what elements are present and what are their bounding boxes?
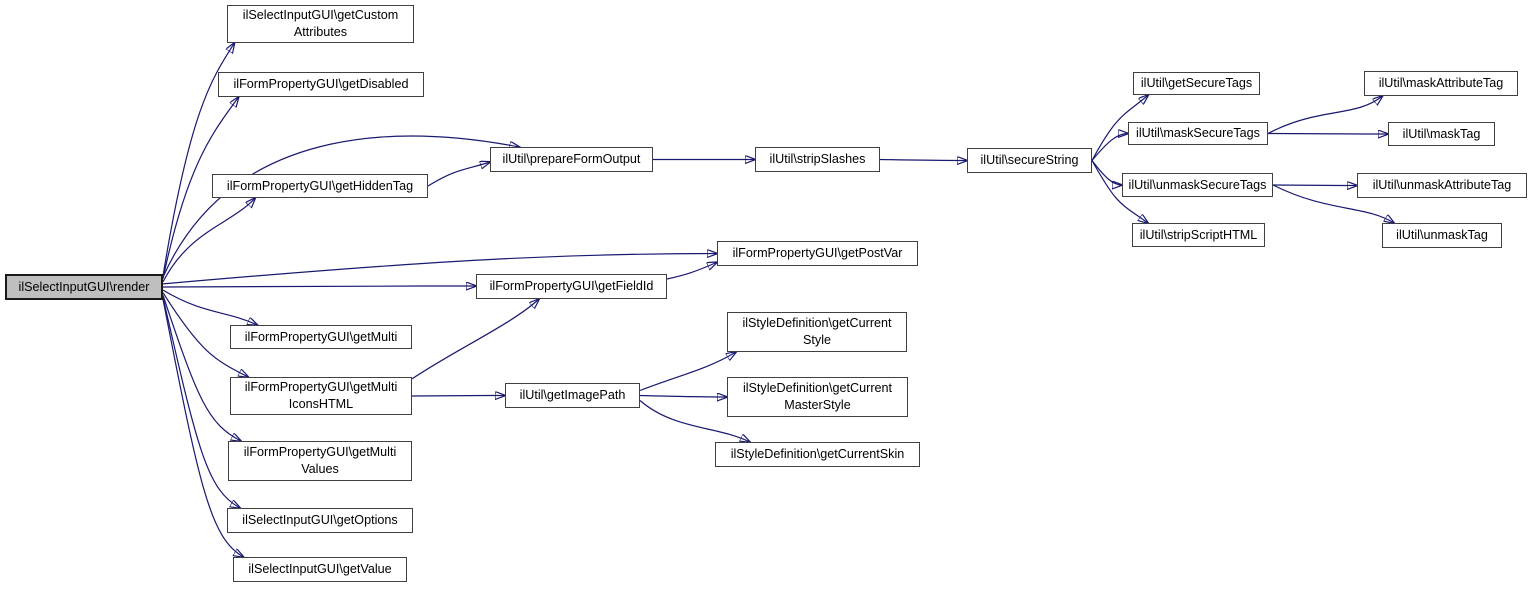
edge-secureString-unmaskSecureTags (1091, 160, 1122, 186)
node-label: ilUtil\maskTag (1402, 126, 1481, 141)
node-label: ilFormPropertyGUI\getMulti (243, 445, 397, 459)
node-getHiddenTag[interactable]: ilFormPropertyGUI\getHiddenTag (212, 174, 428, 198)
node-stripSlashes[interactable]: ilUtil\stripSlashes (755, 147, 880, 172)
node-label: Style (803, 333, 831, 347)
edge-getMultiIconsHTML-getImagePath (411, 396, 505, 397)
edge-getFieldId-getPostVar (666, 262, 717, 280)
node-maskTag[interactable]: ilUtil\maskTag (1388, 122, 1495, 146)
node-label: ilFormPropertyGUI\getMulti (244, 380, 398, 394)
node-getDisabled[interactable]: ilFormPropertyGUI\getDisabled (218, 72, 424, 97)
node-getCurrentSkin[interactable]: ilStyleDefinition\getCurrentSkin (715, 442, 920, 467)
node-label: ilFormPropertyGUI\getDisabled (233, 77, 409, 91)
node-label: ilSelectInputGUI\getOptions (242, 513, 398, 527)
edge-render-getMultiValues (162, 295, 241, 441)
node-label: ilUtil\secureString (980, 153, 1079, 167)
edge-getHiddenTag-prepareFormOutput (427, 162, 490, 187)
node-label: Attributes (293, 25, 348, 39)
node-getFieldId[interactable]: ilFormPropertyGUI\getFieldId (476, 274, 667, 299)
node-getOptions[interactable]: ilSelectInputGUI\getOptions (227, 508, 413, 533)
node-label: ilUtil\getSecureTags (1140, 76, 1253, 90)
edge-maskSecureTags-maskTag (1267, 134, 1388, 135)
node-unmaskSecureTags[interactable]: ilUtil\unmaskSecureTags (1122, 173, 1273, 197)
node-label: ilFormPropertyGUI\getPostVar (732, 246, 903, 260)
node-label: Values (301, 462, 339, 476)
node-label: MasterStyle (784, 398, 851, 412)
node-maskSecureTags[interactable]: ilUtil\maskSecureTags (1128, 122, 1268, 145)
node-maskAttributeTag[interactable]: ilUtil\maskAttributeTag (1364, 71, 1518, 96)
node-getImagePath[interactable]: ilUtil\getImagePath (505, 383, 640, 408)
node-unmaskAttributeTag[interactable]: ilUtil\unmaskAttributeTag (1357, 173, 1527, 198)
node-getMulti[interactable]: ilFormPropertyGUI\getMulti (230, 325, 412, 349)
node-secureString[interactable]: ilUtil\secureString (967, 148, 1092, 173)
edge-render-prepareFormOutput (162, 135, 519, 278)
node-prepareFormOutput[interactable]: ilUtil\prepareFormOutput (490, 147, 653, 172)
node-label: ilUtil\stripScriptHTML (1139, 227, 1258, 242)
node-label: ilStyleDefinition\getCurrent (742, 316, 892, 330)
node-label: ilFormPropertyGUI\getHiddenTag (226, 178, 414, 193)
node-label: ilStyleDefinition\getCurrentSkin (730, 447, 905, 461)
edge-getImagePath-getCurrentStyle (639, 352, 736, 392)
node-stripScriptHTML[interactable]: ilUtil\stripScriptHTML (1132, 223, 1265, 247)
node-label: ilUtil\unmaskSecureTags (1128, 177, 1267, 192)
edge-render-getFieldId (162, 286, 476, 287)
node-label: ilUtil\unmaskAttributeTag (1372, 178, 1512, 192)
edge-render-getMulti (162, 289, 257, 325)
node-unmaskTag[interactable]: ilUtil\unmaskTag (1382, 223, 1502, 248)
node-render[interactable]: ilSelectInputGUI\render (5, 274, 163, 300)
edge-render-getHiddenTag (162, 198, 255, 283)
node-label: IconsHTML (288, 397, 354, 411)
node-getValue[interactable]: ilSelectInputGUI\getValue (233, 557, 407, 582)
edge-secureString-maskSecureTags (1091, 134, 1128, 161)
edge-stripSlashes-secureString (879, 160, 967, 161)
node-label: ilSelectInputGUI\render (18, 279, 150, 294)
node-label: ilFormPropertyGUI\getFieldId (489, 279, 654, 293)
node-label: ilSelectInputGUI\getCustom (242, 8, 399, 22)
edge-getImagePath-getCurrentMasterStyle (639, 396, 727, 398)
node-label: ilStyleDefinition\getCurrent (742, 381, 893, 395)
node-label: ilUtil\maskAttributeTag (1378, 76, 1504, 90)
node-label: ilUtil\unmaskTag (1396, 228, 1488, 242)
edge-getMultiIconsHTML-getFieldId (411, 299, 539, 380)
node-label: ilUtil\stripSlashes (769, 152, 866, 166)
node-label: ilFormPropertyGUI\getMulti (244, 329, 398, 344)
node-label: ilUtil\maskSecureTags (1136, 126, 1260, 140)
edge-maskSecureTags-maskAttributeTag (1267, 96, 1382, 135)
node-label: ilUtil\getImagePath (519, 388, 626, 402)
node-label: ilSelectInputGUI\getValue (248, 562, 392, 576)
node-getSecureTags[interactable]: ilUtil\getSecureTags (1133, 72, 1260, 95)
node-label: ilUtil\prepareFormOutput (502, 152, 641, 166)
edge-unmaskSecureTags-unmaskAttributeTag (1272, 185, 1357, 186)
node-getPostVar[interactable]: ilFormPropertyGUI\getPostVar (717, 241, 918, 266)
